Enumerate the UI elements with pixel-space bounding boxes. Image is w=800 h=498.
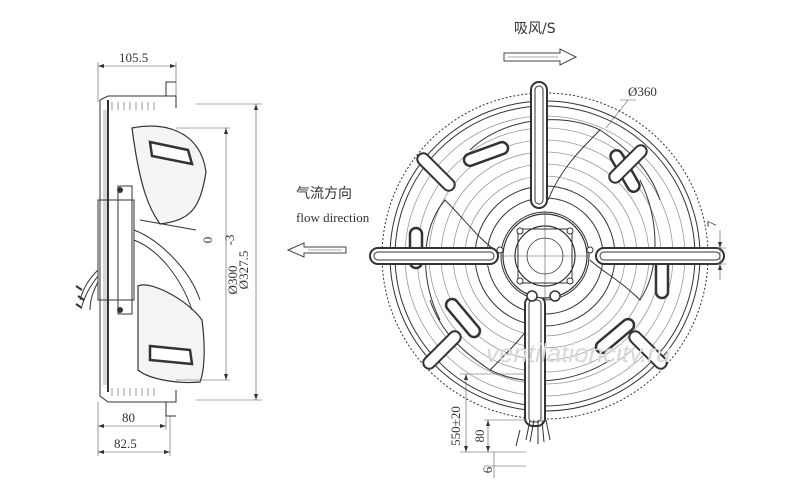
dim-tolerance-label: -3 bbox=[222, 235, 237, 246]
motor-hub bbox=[496, 211, 594, 302]
dim-dia-300-label: Ø300 bbox=[225, 266, 240, 295]
dim-cable-end-label: 80 bbox=[472, 430, 487, 443]
blade-bottom bbox=[137, 284, 205, 384]
dim-dia-3275-label: Ø327.5 bbox=[236, 251, 251, 290]
dim-inner-label: 80 bbox=[122, 410, 135, 425]
dim-zero-label: 0 bbox=[200, 237, 215, 244]
front-view: 吸风/S Ø360 bbox=[369, 21, 726, 478]
flow-label-en: flow direction bbox=[296, 210, 370, 225]
flow-direction: 气流方向 flow direction bbox=[286, 186, 370, 258]
dim-depth-label: 105.5 bbox=[119, 50, 148, 65]
dim-bottom-front-label: 6 bbox=[480, 466, 495, 473]
power-cables bbox=[515, 419, 551, 447]
side-view: 105.5 bbox=[75, 50, 262, 456]
blade-top bbox=[131, 125, 207, 225]
dim-bottom-label: 82.5 bbox=[114, 436, 137, 451]
flow-label-cn: 气流方向 bbox=[296, 186, 352, 202]
dim-right-label: 7 bbox=[704, 220, 719, 227]
airflow-label: 吸风/S bbox=[514, 21, 556, 37]
motor-body bbox=[97, 199, 135, 301]
dim-dia-360-label: Ø360 bbox=[628, 84, 657, 99]
dim-cable-label: 550±20 bbox=[448, 406, 463, 446]
impeller-blades bbox=[425, 119, 661, 382]
watermark: ventilationcity.ru bbox=[486, 338, 671, 368]
